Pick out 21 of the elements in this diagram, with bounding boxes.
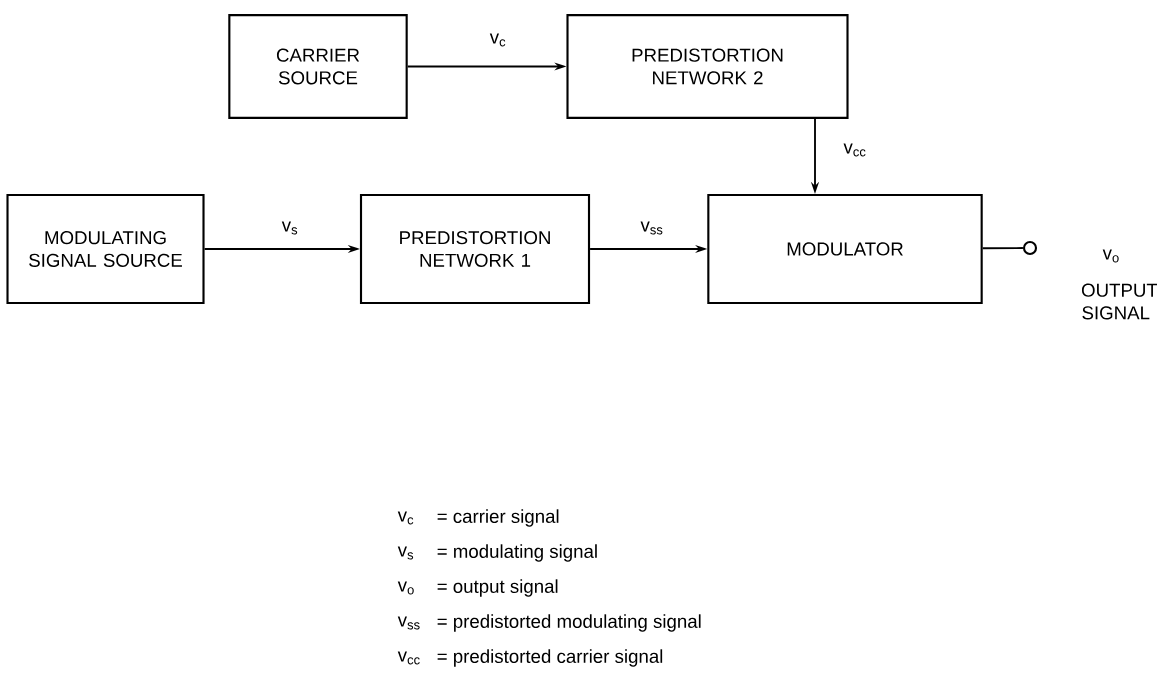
legend-text: v$_{o}$ (397, 581, 414, 595)
legend-text: = modulating signal (437, 544, 597, 562)
edge-label: v$_{s}$ (280, 220, 300, 236)
terminal-label: v$_{o}$ (1102, 249, 1119, 263)
legend-text: v$_{c}$ (397, 511, 414, 525)
block-box: MODULATOR (707, 193, 983, 305)
edge-label: v$_{cc}$ (842, 142, 868, 158)
edge-label: v$_{c}$ (488, 32, 508, 48)
block-box: MODULATING SIGNAL SOURCE (6, 193, 205, 305)
edge-label: v$_{ss}$ (639, 220, 665, 236)
legend-text: = carrier signal (437, 509, 559, 527)
legend-text: = predistorted carrier signal (437, 649, 663, 667)
block-box: PREDISTORTION NETWORK 2 (566, 14, 849, 119)
legend-text: v$_{s}$ (397, 546, 414, 560)
legend-text: = predistorted modulating signal (437, 614, 701, 632)
terminal-label: OUTPUT SIGNAL (1081, 283, 1157, 320)
block-box: PREDISTORTION NETWORK 1 (359, 193, 591, 305)
block-box: CARRIER SOURCE (228, 14, 408, 119)
legend-text: = output signal (437, 579, 558, 597)
legend-text: v$_{cc}$ (397, 651, 420, 665)
legend-text: v$_{ss}$ (397, 616, 420, 630)
